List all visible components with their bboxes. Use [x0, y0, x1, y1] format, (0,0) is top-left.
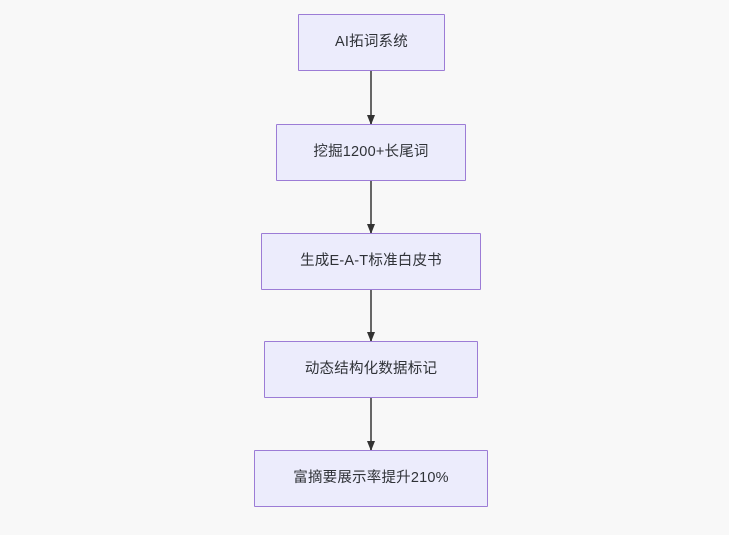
flow-node-3[interactable]: 生成E-A-T标准白皮书 — [261, 233, 481, 290]
flow-node-2[interactable]: 挖掘1200+长尾词 — [276, 124, 466, 181]
flow-node-4[interactable]: 动态结构化数据标记 — [264, 341, 478, 398]
flow-node-label: 富摘要展示率提升210% — [293, 469, 449, 486]
flow-node-label: 挖掘1200+长尾词 — [313, 143, 429, 160]
flow-node-1[interactable]: AI拓词系统 — [298, 14, 445, 71]
flow-node-label: 动态结构化数据标记 — [304, 360, 438, 377]
flow-node-label: 生成E-A-T标准白皮书 — [300, 252, 442, 269]
flow-node-label: AI拓词系统 — [335, 33, 408, 50]
flow-node-5[interactable]: 富摘要展示率提升210% — [254, 450, 488, 507]
